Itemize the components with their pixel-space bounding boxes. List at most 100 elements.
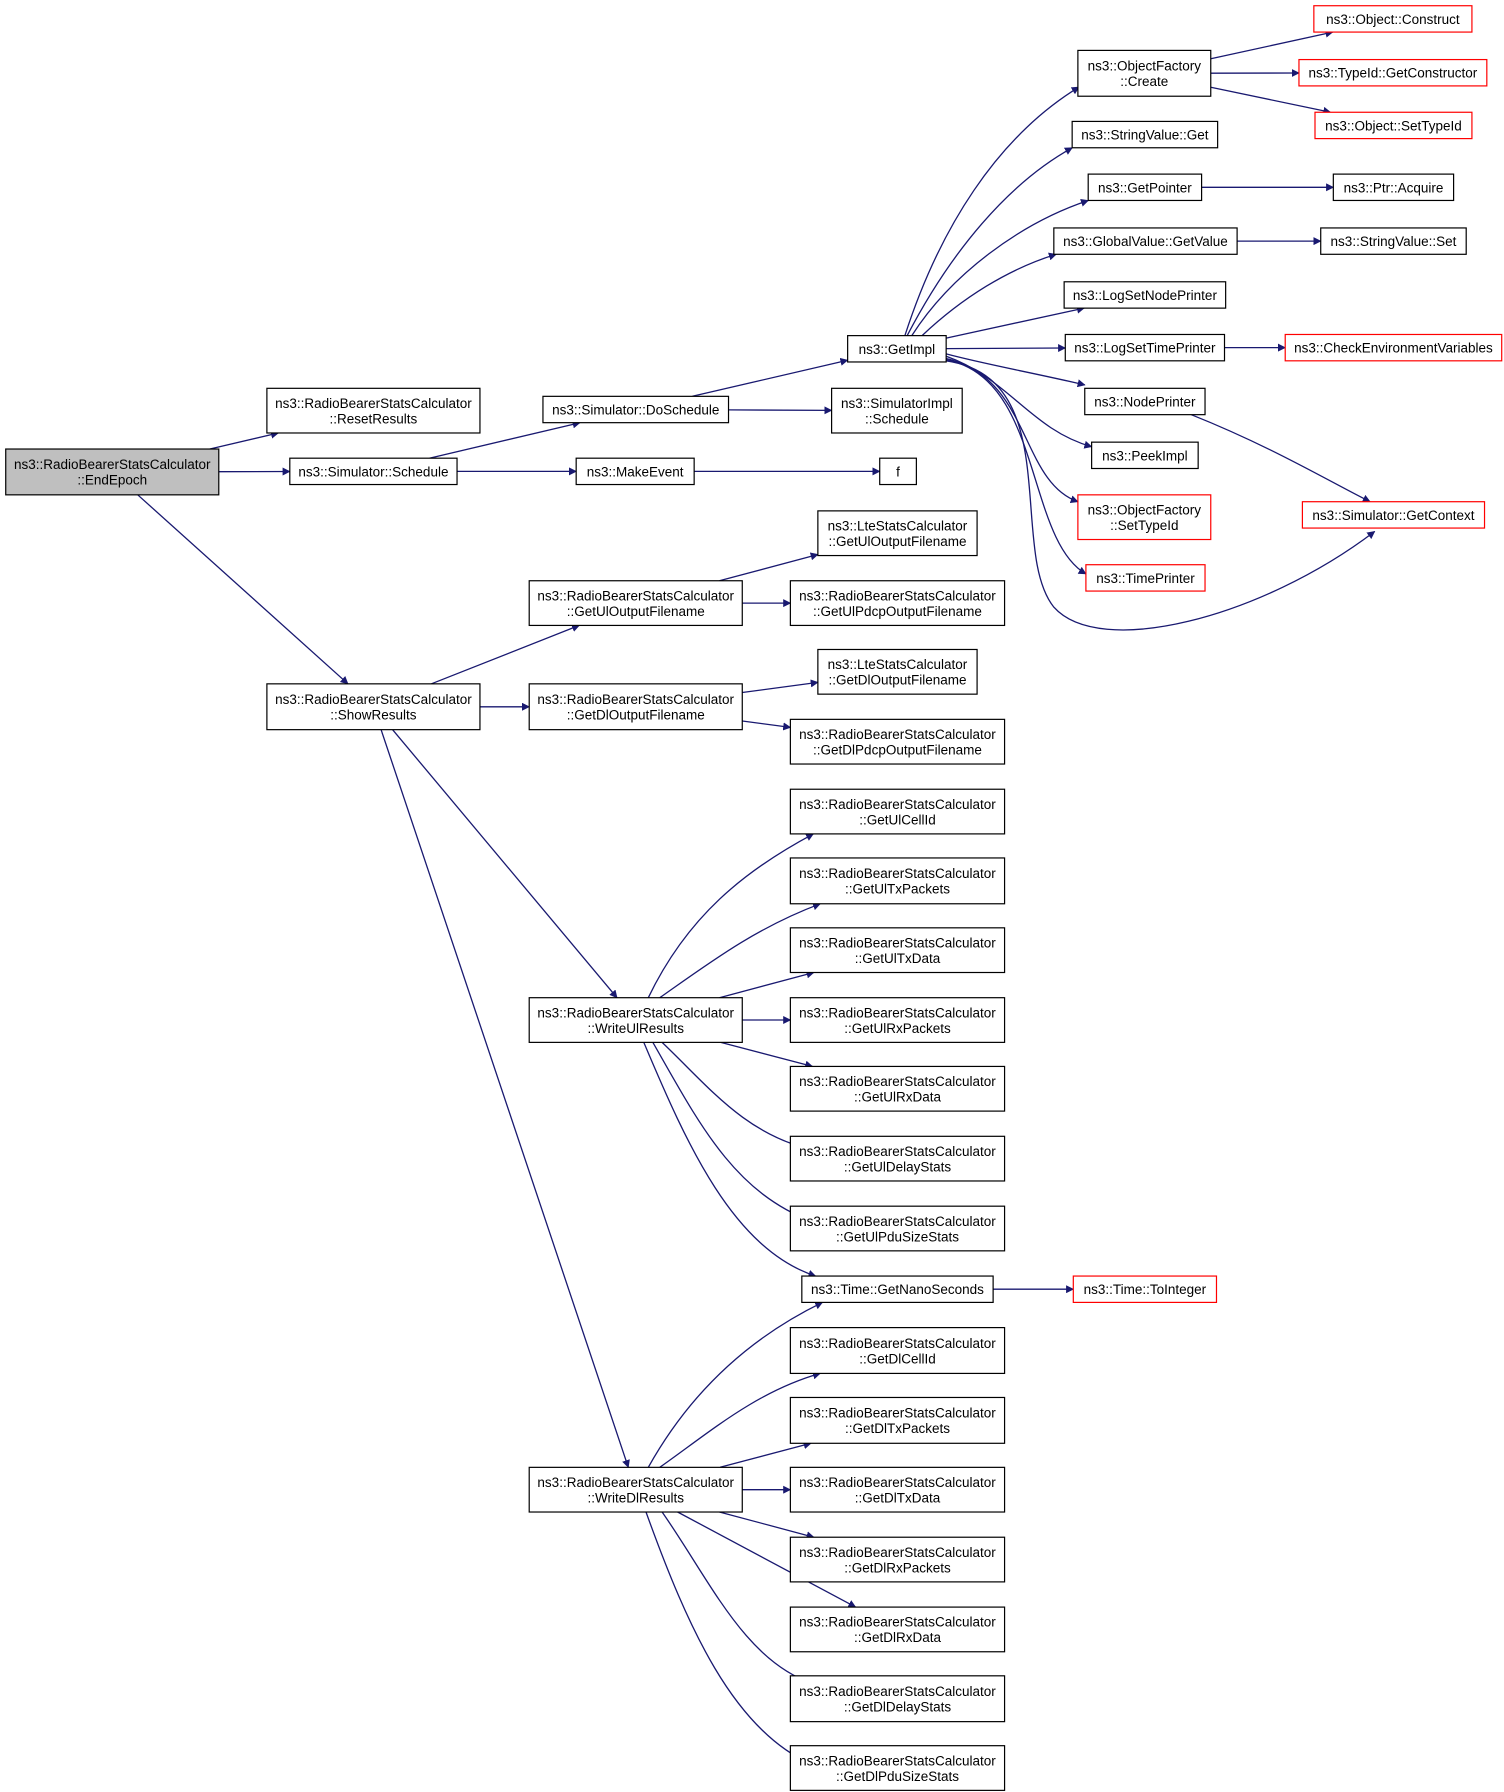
node-label-line: ns3::Object::Construct xyxy=(1326,12,1460,27)
node-get-dl-pdu-size-stats[interactable]: ns3::RadioBearerStatsCalculator::GetDlPd… xyxy=(789,1745,1006,1791)
node-ptr-acquire[interactable]: ns3::Ptr::Acquire xyxy=(1332,173,1455,202)
node-check-env-vars[interactable]: ns3::CheckEnvironmentVariables xyxy=(1284,333,1503,362)
node-type-id-get-constructor[interactable]: ns3::TypeId::GetConstructor xyxy=(1298,58,1488,87)
node-label-line: ::ShowResults xyxy=(330,708,417,723)
node-log-set-time-printer[interactable]: ns3::LogSetTimePrinter xyxy=(1064,333,1226,362)
edge-write-ul-results-to-time-get-nano-seconds xyxy=(643,1042,817,1278)
node-sim-get-context[interactable]: ns3::Simulator::GetContext xyxy=(1301,501,1486,529)
node-label-line: ns3::RadioBearerStatsCalculator xyxy=(537,1005,734,1020)
node-global-value-get-value[interactable]: ns3::GlobalValue::GetValue xyxy=(1053,227,1238,255)
node-show-results[interactable]: ns3::RadioBearerStatsCalculator::ShowRes… xyxy=(266,683,481,731)
node-node-printer[interactable]: ns3::NodePrinter xyxy=(1084,387,1206,416)
node-box xyxy=(1298,58,1488,87)
node-write-ul-results[interactable]: ns3::RadioBearerStatsCalculator::WriteUl… xyxy=(528,997,743,1043)
node-label-line: ns3::NodePrinter xyxy=(1094,394,1196,409)
node-box xyxy=(789,1326,1006,1375)
node-string-value-set[interactable]: ns3::StringValue::Set xyxy=(1320,227,1467,255)
node-make-event[interactable]: ns3::MakeEvent xyxy=(575,457,695,486)
node-get-dl-tx-data[interactable]: ns3::RadioBearerStatsCalculator::GetDlTx… xyxy=(789,1466,1006,1513)
node-box xyxy=(789,1205,1006,1252)
node-box xyxy=(789,718,1006,765)
node-get-dl-delay-stats[interactable]: ns3::RadioBearerStatsCalculator::GetDlDe… xyxy=(789,1675,1006,1723)
node-time-get-nano-seconds[interactable]: ns3::Time::GetNanoSeconds xyxy=(801,1275,994,1303)
node-get-ul-rx-data[interactable]: ns3::RadioBearerStatsCalculator::GetUlRx… xyxy=(789,1065,1006,1112)
node-get-ul-pdu-size-stats[interactable]: ns3::RadioBearerStatsCalculator::GetUlPd… xyxy=(789,1205,1006,1252)
node-label-line: ns3::LogSetNodePrinter xyxy=(1073,288,1218,303)
node-box xyxy=(528,997,743,1043)
node-time-to-integer[interactable]: ns3::Time::ToInteger xyxy=(1072,1275,1218,1303)
node-sim-impl-schedule[interactable]: ns3::SimulatorImpl::Schedule xyxy=(831,387,963,434)
node-box xyxy=(1332,173,1455,202)
node-label-line: ::GetUlTxPackets xyxy=(845,882,950,897)
node-log-set-node-printer[interactable]: ns3::LogSetNodePrinter xyxy=(1063,281,1227,309)
node-get-dl-rx-packets[interactable]: ns3::RadioBearerStatsCalculator::GetDlRx… xyxy=(789,1536,1006,1583)
edge-write-ul-results-to-get-ul-tx-data xyxy=(719,970,815,999)
node-label-line: ns3::Time::ToInteger xyxy=(1084,1282,1207,1297)
node-get-pointer[interactable]: ns3::GetPointer xyxy=(1087,173,1203,202)
node-object-construct[interactable]: ns3::Object::Construct xyxy=(1313,5,1473,33)
node-label-line: ns3::Simulator::DoSchedule xyxy=(552,403,719,418)
edge-write-dl-results-to-time-get-nano-seconds xyxy=(647,1301,824,1468)
node-get-dl-cell-id[interactable]: ns3::RadioBearerStatsCalculator::GetDlCe… xyxy=(789,1326,1006,1375)
edge-do-schedule-to-sim-impl-schedule xyxy=(728,406,833,415)
node-time-printer[interactable]: ns3::TimePrinter xyxy=(1085,564,1206,592)
node-label-line: ns3::LteStatsCalculator xyxy=(828,657,968,672)
edge-show-results-to-write-dl-results xyxy=(380,729,630,1469)
node-box xyxy=(801,1275,994,1303)
node-label-line: ::GetDlCellId xyxy=(859,1351,936,1366)
node-label-line: ::EndEpoch xyxy=(77,473,147,488)
edge-get-impl-to-sim-get-context xyxy=(946,360,1376,631)
node-object-set-type-id[interactable]: ns3::Object::SetTypeId xyxy=(1314,111,1473,140)
edge-get-impl-to-log-set-node-printer xyxy=(946,305,1085,339)
node-get-ul-tx-data[interactable]: ns3::RadioBearerStatsCalculator::GetUlTx… xyxy=(789,927,1006,974)
node-do-schedule[interactable]: ns3::Simulator::DoSchedule xyxy=(542,395,730,424)
node-get-ul-rx-packets[interactable]: ns3::RadioBearerStatsCalculator::GetUlRx… xyxy=(789,997,1006,1043)
node-rb-get-dl-pdcp-output-filename[interactable]: ns3::RadioBearerStatsCalculator::GetDlPd… xyxy=(789,718,1006,765)
node-end-epoch[interactable]: ns3::RadioBearerStatsCalculator::EndEpoc… xyxy=(5,448,220,496)
node-label-line: ns3::RadioBearerStatsCalculator xyxy=(799,1144,996,1159)
node-label-line: ns3::StringValue::Get xyxy=(1081,128,1209,143)
node-label-line: ns3::RadioBearerStatsCalculator xyxy=(799,1545,996,1560)
node-get-dl-rx-data[interactable]: ns3::RadioBearerStatsCalculator::GetDlRx… xyxy=(789,1606,1006,1653)
node-write-dl-results[interactable]: ns3::RadioBearerStatsCalculator::WriteDl… xyxy=(528,1466,743,1513)
node-get-ul-delay-stats[interactable]: ns3::RadioBearerStatsCalculator::GetUlDe… xyxy=(789,1135,1006,1182)
node-label-line: ::GetUlRxPackets xyxy=(844,1021,951,1036)
node-label-line: ::GetUlTxData xyxy=(855,951,941,966)
node-rb-get-ul-pdcp-output-filename[interactable]: ns3::RadioBearerStatsCalculator::GetUlPd… xyxy=(789,580,1006,627)
node-label-line: ::GetUlDelayStats xyxy=(844,1159,952,1174)
node-get-ul-tx-packets[interactable]: ns3::RadioBearerStatsCalculator::GetUlTx… xyxy=(789,857,1006,905)
node-box xyxy=(789,1606,1006,1653)
node-of-create[interactable]: ns3::ObjectFactory::Create xyxy=(1077,49,1212,97)
node-box xyxy=(1091,441,1199,470)
node-get-impl[interactable]: ns3::GetImpl xyxy=(847,335,947,363)
edge-rb-get-dl-output-filename-to-rb-get-dl-pdcp-output-filename xyxy=(742,720,792,731)
node-label-line: ns3::RadioBearerStatsCalculator xyxy=(799,1406,996,1421)
node-label-line: ::WriteUlResults xyxy=(587,1021,684,1036)
node-label-line: ns3::Simulator::GetContext xyxy=(1312,508,1474,523)
node-f[interactable]: f xyxy=(879,457,917,486)
node-string-value-get[interactable]: ns3::StringValue::Get xyxy=(1071,120,1219,149)
node-label-line: ns3::Time::GetNanoSeconds xyxy=(811,1282,984,1297)
node-of-set-type-id[interactable]: ns3::ObjectFactory::SetTypeId xyxy=(1077,494,1212,541)
node-lte-get-dl-output-filename[interactable]: ns3::LteStatsCalculator::GetDlOutputFile… xyxy=(817,648,978,695)
node-box xyxy=(1301,501,1486,529)
node-box xyxy=(789,1675,1006,1723)
node-label-line: ns3::RadioBearerStatsCalculator xyxy=(537,588,734,603)
node-get-dl-tx-packets[interactable]: ns3::RadioBearerStatsCalculator::GetDlTx… xyxy=(789,1396,1006,1444)
node-peek-impl[interactable]: ns3::PeekImpl xyxy=(1091,441,1199,470)
node-label-line: ns3::RadioBearerStatsCalculator xyxy=(799,1214,996,1229)
node-box xyxy=(831,387,963,434)
edge-rb-get-ul-output-filename-to-lte-get-ul-output-filename xyxy=(719,552,819,582)
node-get-ul-cell-id[interactable]: ns3::RadioBearerStatsCalculator::GetUlCe… xyxy=(789,788,1006,835)
node-label-line: ns3::RadioBearerStatsCalculator xyxy=(799,727,996,742)
edge-write-dl-results-to-get-dl-cell-id xyxy=(659,1371,821,1468)
node-label-line: ns3::Object::SetTypeId xyxy=(1325,118,1462,133)
edge-get-impl-to-of-set-type-id xyxy=(946,357,1079,504)
node-label-line: ns3::RadioBearerStatsCalculator xyxy=(799,1475,996,1490)
node-lte-get-ul-output-filename[interactable]: ns3::LteStatsCalculator::GetUlOutputFile… xyxy=(817,510,978,557)
node-reset-results[interactable]: ns3::RadioBearerStatsCalculator::ResetRe… xyxy=(266,387,481,434)
node-schedule[interactable]: ns3::Simulator::Schedule xyxy=(289,457,458,486)
node-rb-get-dl-output-filename[interactable]: ns3::RadioBearerStatsCalculator::GetDlOu… xyxy=(528,683,743,731)
node-label-line: ::GetDlPduSizeStats xyxy=(836,1769,959,1784)
node-rb-get-ul-output-filename[interactable]: ns3::RadioBearerStatsCalculator::GetUlOu… xyxy=(528,580,743,627)
